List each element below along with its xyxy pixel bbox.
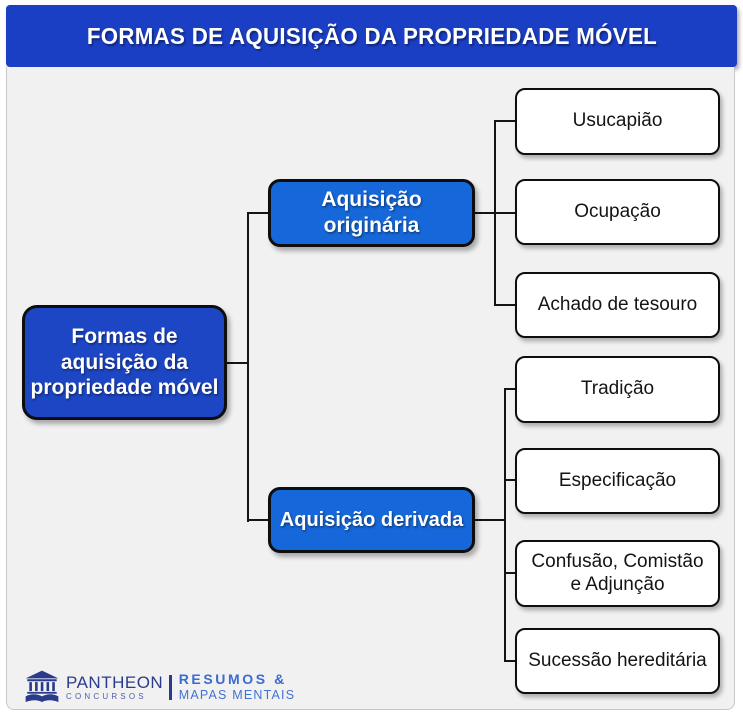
leaf-node-sucessao-hereditaria: Sucessão hereditária [515, 628, 720, 694]
brand-name: PANTHEON [66, 672, 164, 692]
connector-leaf-usucapiao [495, 119, 515, 123]
brand-subtitle: CONCURSOS [66, 691, 147, 701]
connector-leaf-especificacao [505, 478, 515, 482]
connector-root-stub [227, 361, 249, 365]
brand-text-block: PANTHEON CONCURSOS [66, 674, 163, 701]
connector-trunk [246, 211, 250, 522]
connector-leaf-tradicao [505, 387, 515, 391]
connector-branch2-right [475, 518, 506, 522]
leaf-node-especificacao: Especificação [515, 448, 720, 514]
pantheon-temple-icon [25, 670, 59, 703]
connector-branch1-stub [249, 211, 268, 215]
title-bar: FORMAS DE AQUISIÇÃO DA PROPRIEDADE MÓVEL [6, 5, 737, 67]
leaf-node-tradicao: Tradição [515, 356, 720, 423]
leaf-label: Sucessão hereditária [528, 649, 707, 671]
leaf-node-achado-de-tesouro: Achado de tesouro [515, 272, 720, 338]
leaf-label: Usucapião [572, 110, 663, 132]
branch-node-aquisicao-derivada: Aquisição derivada [268, 487, 475, 553]
leaf-label: Ocupação [574, 200, 661, 222]
leaf-label: Especificação [558, 469, 677, 491]
logo-divider [169, 674, 172, 700]
connector-leaf-sucessao [505, 659, 515, 663]
tagline-mapas-mentais: MAPAS MENTAIS [178, 688, 296, 703]
page-title: FORMAS DE AQUISIÇÃO DA PROPRIEDADE MÓVEL [86, 22, 657, 49]
branch-node-label: Aquisição derivada [279, 508, 464, 531]
connector-branch1-rail [493, 119, 497, 307]
leaf-node-ocupacao: Ocupação [515, 179, 720, 245]
connector-branch2-stub [249, 518, 268, 522]
footer-logo: PANTHEON CONCURSOS RESUMOS & MAPAS MENTA… [24, 668, 295, 706]
leaf-label: Achado de tesouro [537, 293, 698, 315]
tagline-block: RESUMOS & MAPAS MENTAIS [179, 672, 296, 702]
leaf-node-usucapiao: Usucapião [515, 88, 720, 155]
connector-branch2-rail [503, 387, 507, 663]
connector-leaf-achado [495, 303, 515, 307]
leaf-label: Tradição [580, 378, 655, 400]
connector-leaf-confusao [505, 571, 515, 575]
tagline-resumos: RESUMOS & [178, 671, 287, 688]
